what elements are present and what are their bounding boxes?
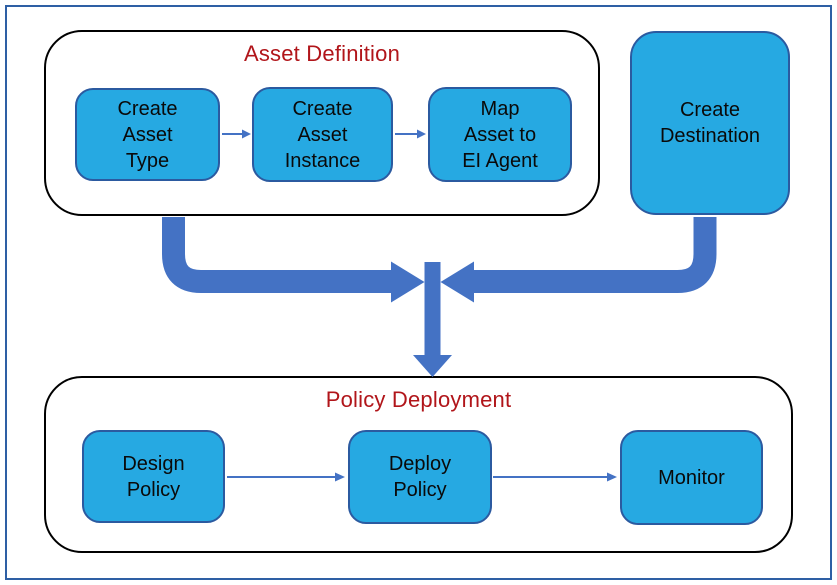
asset-definition-title: Asset Definition bbox=[243, 41, 401, 66]
node-create-destination: Create Destination bbox=[630, 31, 790, 215]
node-design-policy: Design Policy bbox=[82, 430, 225, 523]
node-monitor: Monitor bbox=[620, 430, 763, 525]
node-create-asset-instance: Create Asset Instance bbox=[252, 87, 393, 182]
node-deploy-policy: Deploy Policy bbox=[348, 430, 492, 524]
node-create-asset-type: Create Asset Type bbox=[75, 88, 220, 181]
policy-deployment-title: Policy Deployment bbox=[325, 387, 512, 412]
page-border-frame bbox=[5, 5, 832, 580]
node-map-asset-to-ei-agent: Map Asset to EI Agent bbox=[428, 87, 572, 182]
